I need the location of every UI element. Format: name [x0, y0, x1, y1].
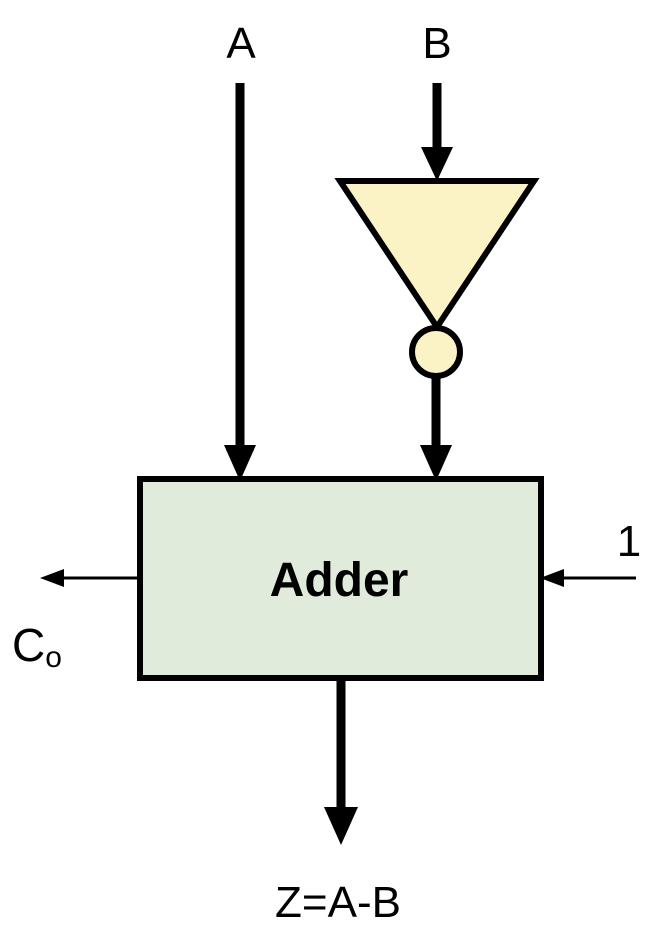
- carry-out-subscript: o: [45, 641, 62, 674]
- adder-block: Adder: [137, 476, 544, 681]
- inverter-gate: [334, 178, 540, 379]
- input-b-label: B: [422, 19, 451, 68]
- inverter-triangle-icon: [334, 178, 540, 333]
- arrowhead-output-icon: [324, 807, 358, 845]
- carry-out-main: C: [12, 619, 45, 671]
- carry-out-label: Co: [12, 619, 62, 674]
- wire-b: [421, 83, 453, 181]
- arrowhead-b-icon: [421, 147, 453, 181]
- wire-a: [224, 83, 256, 481]
- adder-box: [137, 476, 544, 681]
- wire-carry-in: [540, 569, 636, 587]
- result-label: Z=A-B: [275, 878, 401, 927]
- arrowhead-carry-in-icon: [540, 569, 564, 587]
- inverter-bubble-icon: [409, 325, 463, 379]
- input-a-label: A: [226, 19, 256, 68]
- wire-carry-out: [40, 569, 139, 587]
- arrowhead-a-icon: [224, 445, 256, 481]
- adder-label: Adder: [270, 554, 409, 607]
- carry-in-label: 1: [617, 517, 641, 566]
- arrowhead-carry-out-icon: [40, 569, 64, 587]
- arrowhead-not-b-icon: [420, 445, 452, 481]
- wire-output: [324, 678, 358, 845]
- wire-not-b: [420, 377, 452, 481]
